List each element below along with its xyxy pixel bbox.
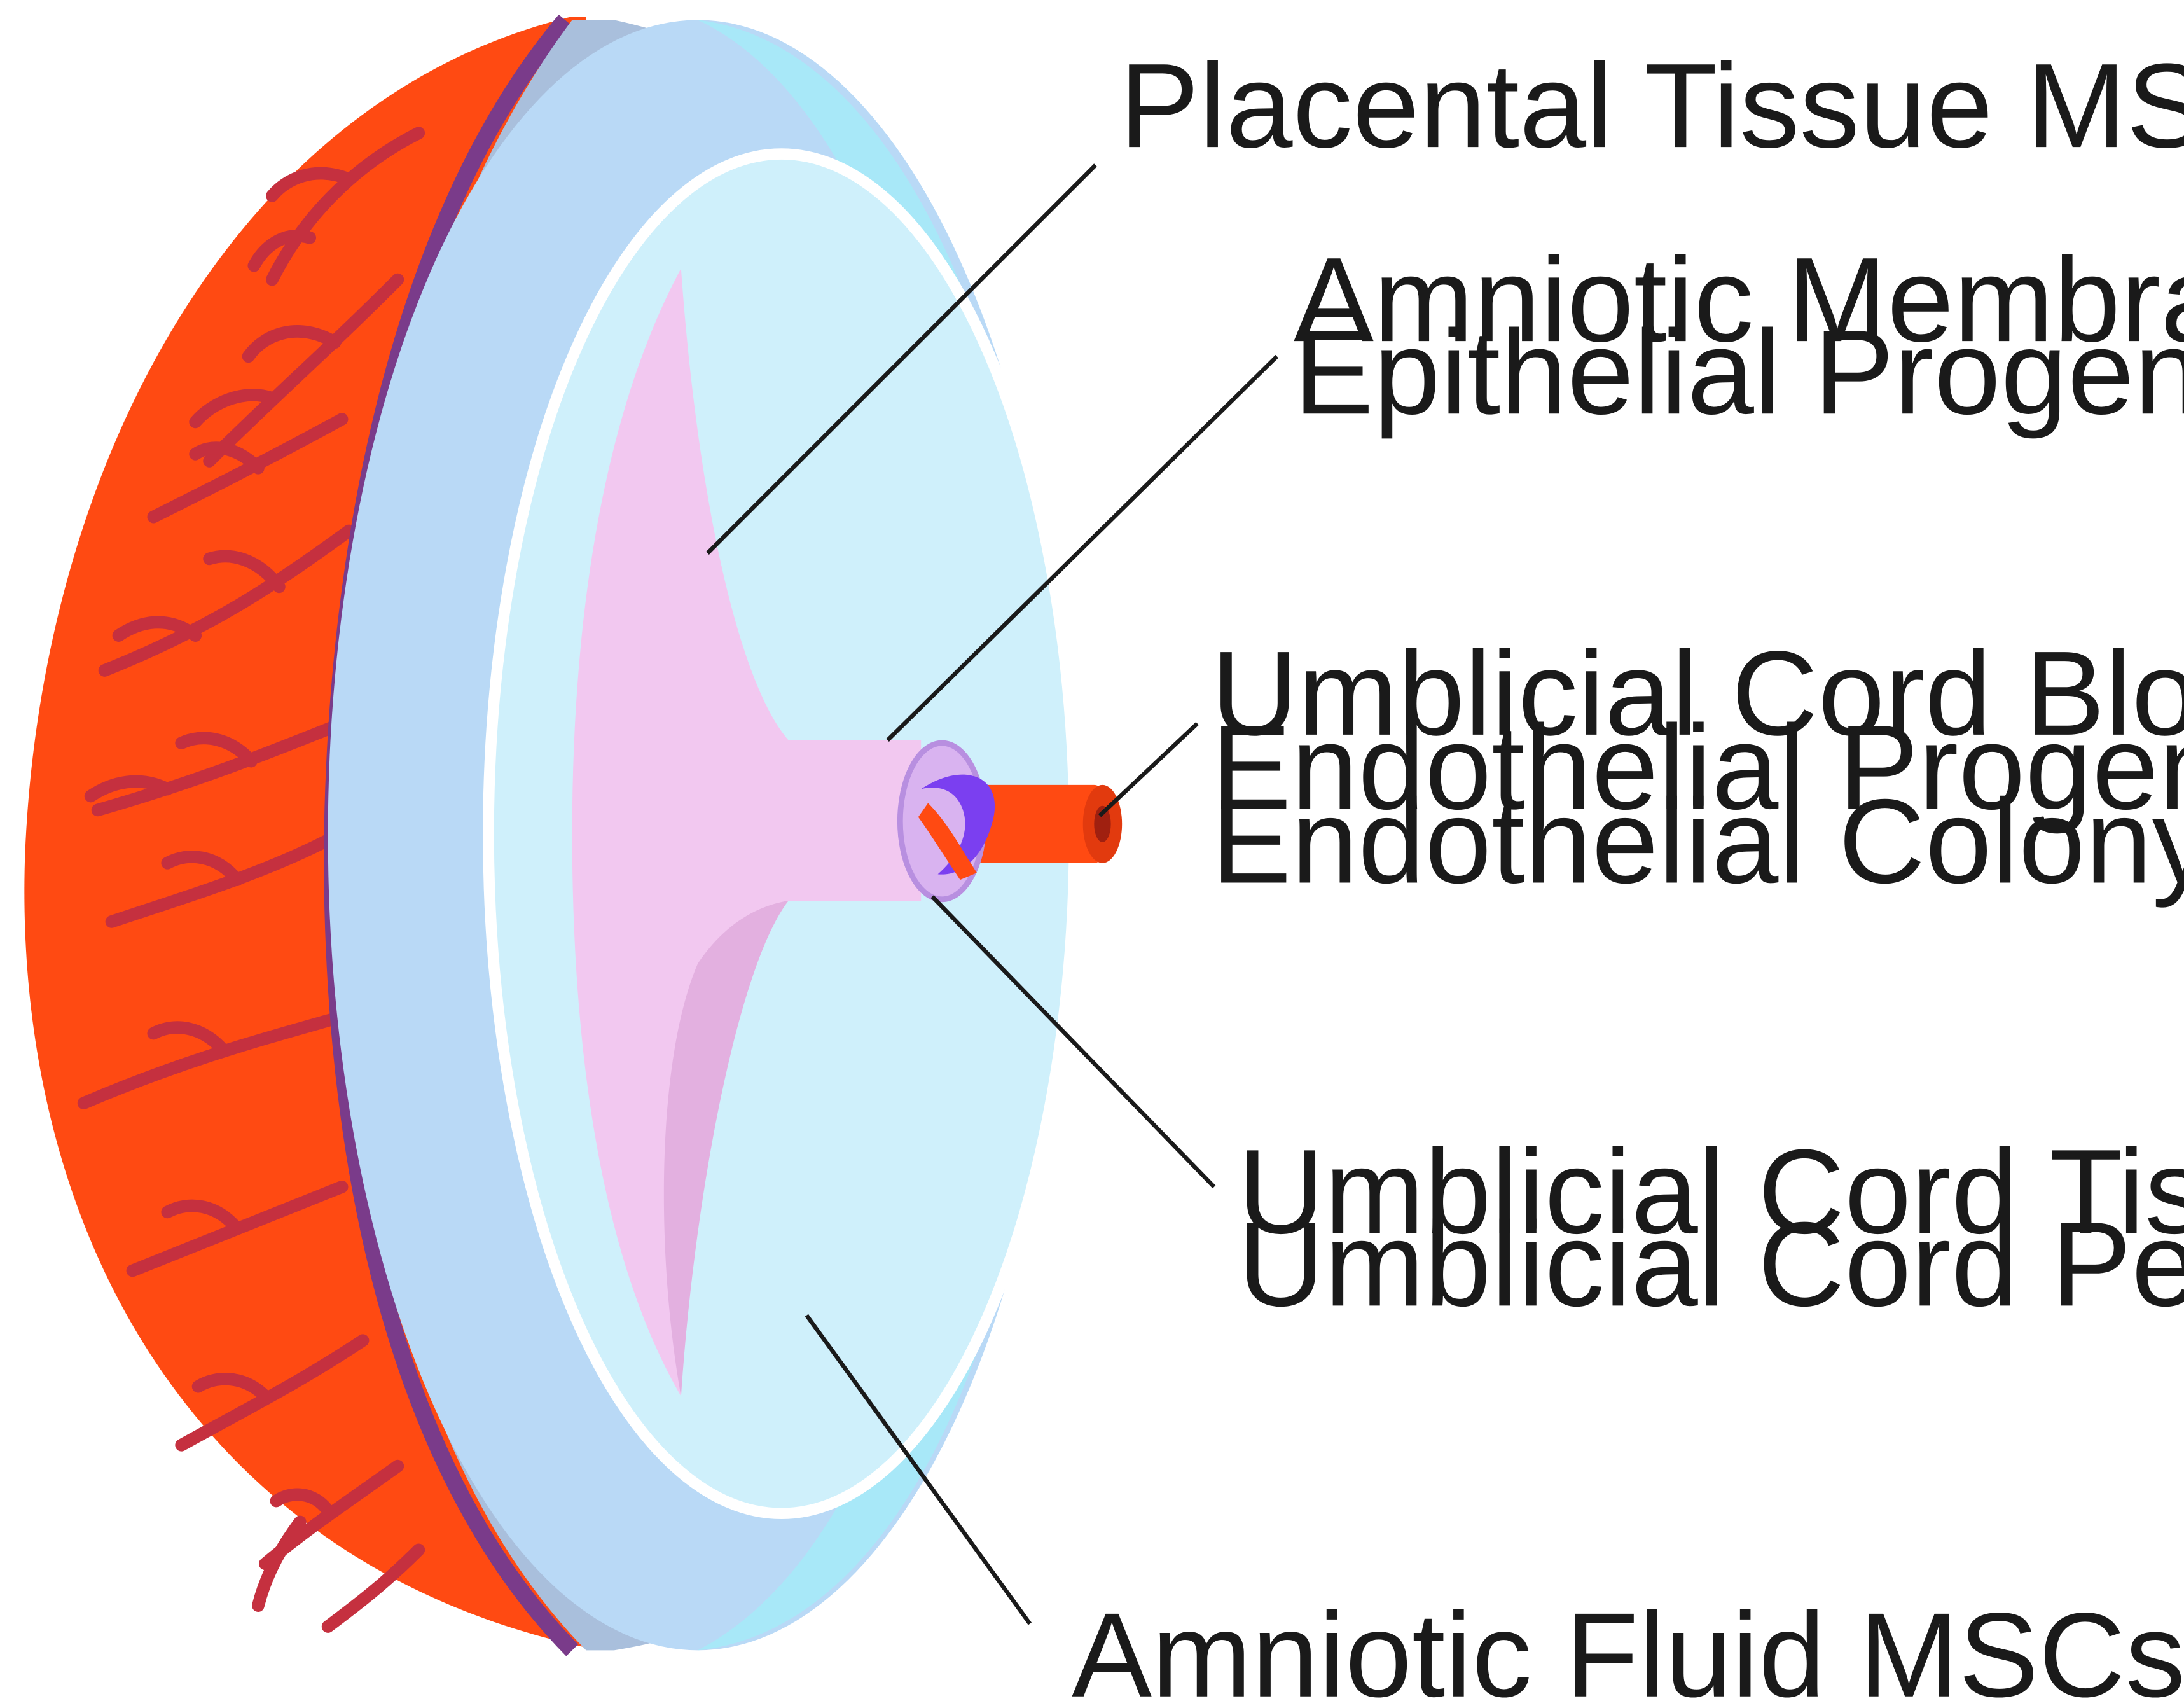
amnion-cone <box>572 268 922 1396</box>
cord-artery-spiral <box>918 803 977 880</box>
label-amniotic-membrane-line-1: Amniotic Membrane, <box>1294 232 2184 366</box>
label-cord-tissue: Umblicial Cord Tissue MSCs,Umblicial Cor… <box>1238 1124 2184 1331</box>
amnion-cone-shape <box>572 268 922 1396</box>
placenta-vessels <box>77 127 425 1633</box>
label-amniotic-membrane: Amniotic Membrane,Epithelial Progenitor … <box>1294 232 2184 439</box>
leader-lines <box>706 163 1279 1625</box>
cord-vein-spiral <box>921 774 995 875</box>
cord-artery-lumen <box>1094 805 1111 842</box>
label-placental-tissue: Placental Tissue MSCs <box>1119 38 2184 172</box>
label-cord-tissue-line-1: Umblicial Cord Tissue MSCs, <box>1238 1124 2184 1258</box>
label-cord-tissue-line-2: Umblicial Cord Perivascular Cells <box>1238 1197 2184 1331</box>
leader-amniotic-membrane <box>886 354 1279 742</box>
label-cord-blood-line-1: Umblicial Cord Blood HSCs, <box>1212 626 2184 760</box>
umbilical-cord <box>897 740 1123 903</box>
label-cord-blood-line-3: Endothelial Colony Forming Cells <box>1212 774 2184 908</box>
cord-artery-tube <box>963 784 1103 863</box>
label-placental-tissue-line-1: Placental Tissue MSCs <box>1119 38 2184 172</box>
label-amniotic-membrane-line-2: Epithelial Progenitor Cells <box>1294 305 2184 439</box>
label-amniotic-fluid-line-1: Amniotic Fluid MSCs <box>1072 1588 2184 1708</box>
leader-cord-blood <box>1098 721 1199 817</box>
label-cord-blood: Umblicial Cord Blood HSCs,Endothelial Pr… <box>1212 626 2184 908</box>
label-amniotic-fluid: Amniotic Fluid MSCs <box>1072 1588 2184 1708</box>
amnion-cone-shadow <box>663 901 789 1396</box>
leader-placental-tissue <box>706 163 1097 555</box>
leader-amniotic-fluid <box>805 1314 1032 1625</box>
leader-cord-tissue <box>930 895 1216 1189</box>
label-cord-blood-line-2: Endothelial Progenitor Cells, <box>1212 700 2184 834</box>
